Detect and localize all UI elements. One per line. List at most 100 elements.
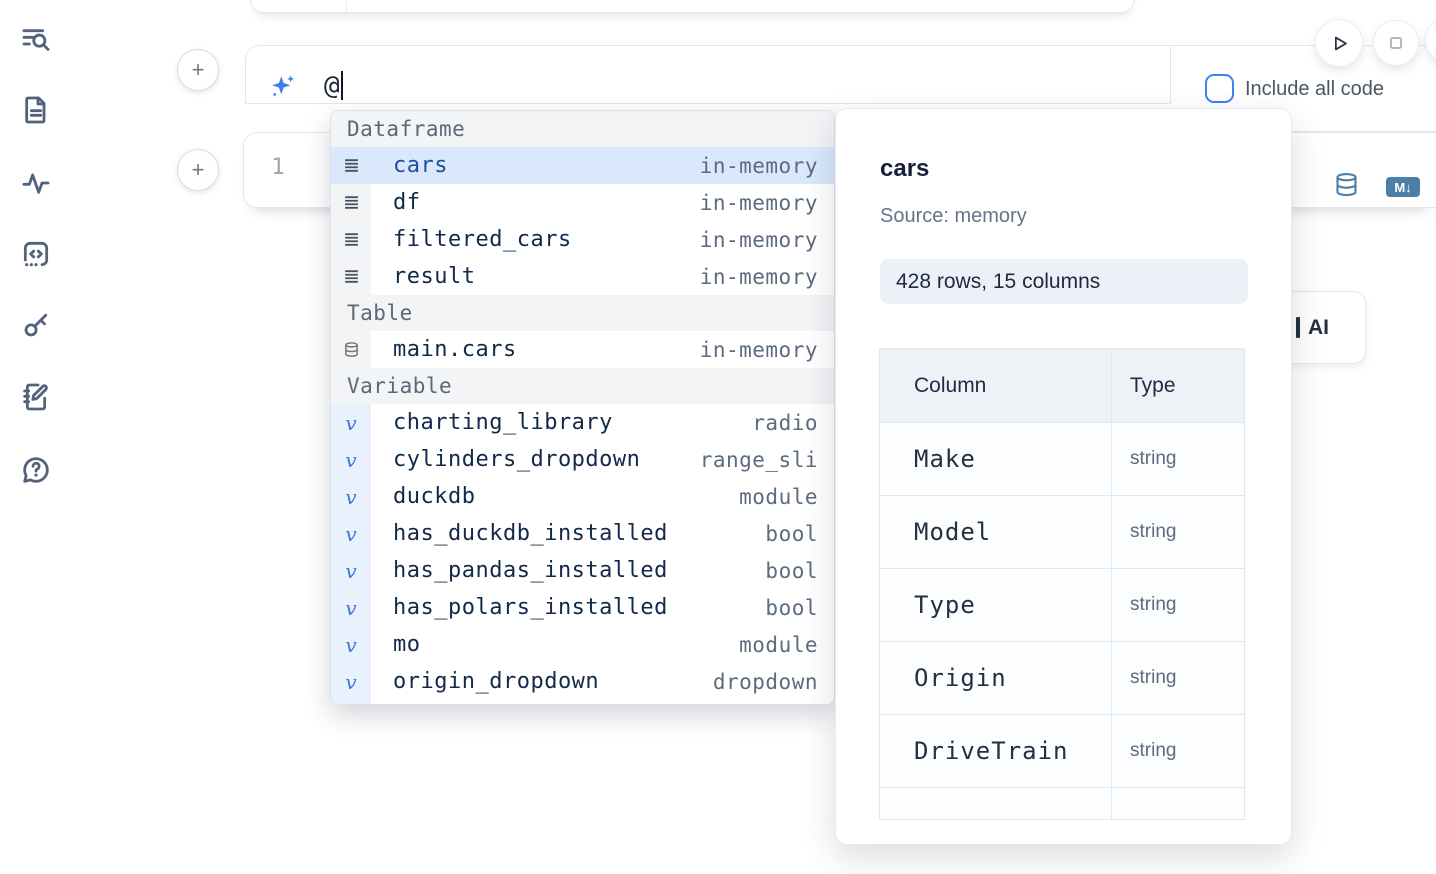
- item-detail: in-memory: [700, 265, 818, 289]
- autocomplete-item-has_polars_installed[interactable]: v has_polars_installed bool: [331, 589, 834, 626]
- variable-icon: v: [331, 478, 371, 515]
- item-detail: in-memory: [700, 338, 818, 362]
- autocomplete-item-main.cars[interactable]: main.carsin-memory: [331, 331, 834, 368]
- markdown-convert-icon[interactable]: M↓: [1386, 177, 1420, 197]
- autocomplete-section-header: Variable: [331, 368, 834, 404]
- list-search-icon[interactable]: [19, 23, 53, 57]
- column-name-cell: DriveTrain: [880, 715, 1112, 787]
- column-type-cell: string: [1112, 496, 1244, 568]
- autocomplete-popup: Dataframecarsin-memorydfin-memoryfiltere…: [330, 110, 835, 705]
- autocomplete-item-cars[interactable]: cars in-memory: [331, 147, 834, 184]
- schema-row: Typestring: [880, 568, 1244, 641]
- item-detail: bool: [765, 596, 818, 620]
- autocomplete-item-duckdb[interactable]: vduckdb module: [331, 478, 834, 515]
- item-name: origin_dropdown: [393, 669, 599, 694]
- sidebar: [0, 0, 72, 874]
- add-cell-above-button[interactable]: +: [177, 49, 219, 91]
- column-name-cell: Type: [880, 569, 1112, 641]
- schema-row: [880, 787, 1244, 820]
- column-type-cell: string: [1112, 715, 1244, 787]
- card-source: Source: memory: [880, 205, 1027, 228]
- column-type-cell: [1112, 788, 1244, 820]
- variable-icon: v: [331, 441, 371, 478]
- card-title: cars: [880, 155, 929, 183]
- shape-badge: 428 rows, 15 columns: [880, 259, 1248, 304]
- autocomplete-item-has_duckdb_installed[interactable]: vhas_duckdb_installedbool: [331, 515, 834, 552]
- variable-icon: v: [331, 515, 371, 552]
- item-detail: in-memory: [700, 191, 818, 215]
- autocomplete-item-cylinders_dropdown[interactable]: v cylinders_dropdown range_sli: [331, 441, 834, 478]
- code-snippet-icon[interactable]: [19, 237, 53, 271]
- text-cursor: [341, 71, 343, 100]
- variable-icon: v: [331, 589, 371, 626]
- variable-icon: v: [331, 404, 371, 441]
- dataframe-icon: [331, 258, 371, 295]
- column-name-cell: [880, 788, 1112, 820]
- variable-icon: v: [331, 663, 371, 700]
- include-all-code-checkbox[interactable]: [1205, 74, 1234, 103]
- notebook-pen-icon[interactable]: [19, 380, 53, 414]
- run-button[interactable]: [1316, 20, 1362, 66]
- gutter-divider: [346, 0, 347, 12]
- item-detail: module: [739, 485, 818, 509]
- dataframe-icon: [331, 184, 371, 221]
- autocomplete-section-header: Dataframe: [331, 111, 834, 147]
- autocomplete-item-charting_library[interactable]: vcharting_libraryradio: [331, 404, 834, 441]
- item-detail: radio: [752, 411, 818, 435]
- column-type-cell: string: [1112, 423, 1244, 495]
- column-name-cell: Model: [880, 496, 1112, 568]
- item-name: result: [393, 264, 475, 289]
- item-detail: bool: [765, 522, 818, 546]
- table-icon: [331, 331, 371, 368]
- ai-prompt-bar[interactable]: @: [245, 45, 1171, 104]
- item-name: duckdb: [393, 484, 475, 509]
- database-icon[interactable]: [1333, 171, 1360, 203]
- sparkles-icon: [268, 72, 297, 101]
- schema-table: ColumnTypeMakestringModelstringTypestrin…: [879, 348, 1245, 820]
- item-name: cylinders_dropdown: [393, 447, 640, 472]
- item-detail: in-memory: [700, 228, 818, 252]
- play-icon: [1327, 31, 1352, 56]
- item-name: filtered_cars: [393, 227, 572, 252]
- autocomplete-item-mo[interactable]: vmo module: [331, 626, 834, 663]
- include-all-code-label[interactable]: Include all code: [1245, 78, 1384, 101]
- dataframe-preview-card: cars Source: memory 428 rows, 15 columns…: [835, 108, 1292, 845]
- item-detail: module: [739, 633, 818, 657]
- key-icon[interactable]: [19, 308, 53, 342]
- schema-row: DriveTrainstring: [880, 714, 1244, 787]
- autocomplete-item-filtered_cars[interactable]: filtered_cars in-memory: [331, 221, 834, 258]
- ai-button-label: AI: [1308, 316, 1329, 340]
- autocomplete-section-header: Table: [331, 295, 834, 331]
- autocomplete-item-pd[interactable]: vpdmodule: [331, 700, 834, 705]
- item-detail: range_sli: [700, 448, 818, 472]
- help-icon[interactable]: [19, 453, 53, 487]
- column-type-cell: string: [1112, 569, 1244, 641]
- column-type-cell: Type: [1112, 349, 1244, 422]
- stop-icon: [1384, 31, 1408, 55]
- column-name-cell: Origin: [880, 642, 1112, 714]
- item-detail: bool: [765, 559, 818, 583]
- stop-button[interactable]: [1374, 21, 1418, 65]
- line-number: 1: [262, 155, 294, 180]
- item-name: has_polars_installed: [393, 595, 668, 620]
- dataframe-icon: [331, 221, 371, 258]
- column-name-cell: Column: [880, 349, 1112, 422]
- item-detail: in-memory: [700, 154, 818, 178]
- variable-icon: v: [331, 700, 371, 705]
- schema-row: Originstring: [880, 641, 1244, 714]
- autocomplete-item-has_pandas_installed[interactable]: vhas_pandas_installedbool: [331, 552, 834, 589]
- previous-cell-edge: [250, 0, 1135, 13]
- column-name-cell: Make: [880, 423, 1112, 495]
- item-name: mo: [393, 632, 421, 657]
- schema-header-row: ColumnType: [880, 349, 1244, 422]
- add-cell-below-button[interactable]: +: [177, 149, 219, 191]
- autocomplete-item-df[interactable]: dfin-memory: [331, 184, 834, 221]
- ai-prompt-input[interactable]: @: [324, 70, 343, 104]
- activity-icon[interactable]: [19, 166, 53, 200]
- file-text-icon[interactable]: [19, 93, 53, 127]
- variable-icon: v: [331, 626, 371, 663]
- autocomplete-item-result[interactable]: result in-memory: [331, 258, 834, 295]
- item-name: cars: [393, 153, 448, 178]
- autocomplete-item-origin_dropdown[interactable]: vorigin_dropdowndropdown: [331, 663, 834, 700]
- item-name: has_pandas_installed: [393, 558, 668, 583]
